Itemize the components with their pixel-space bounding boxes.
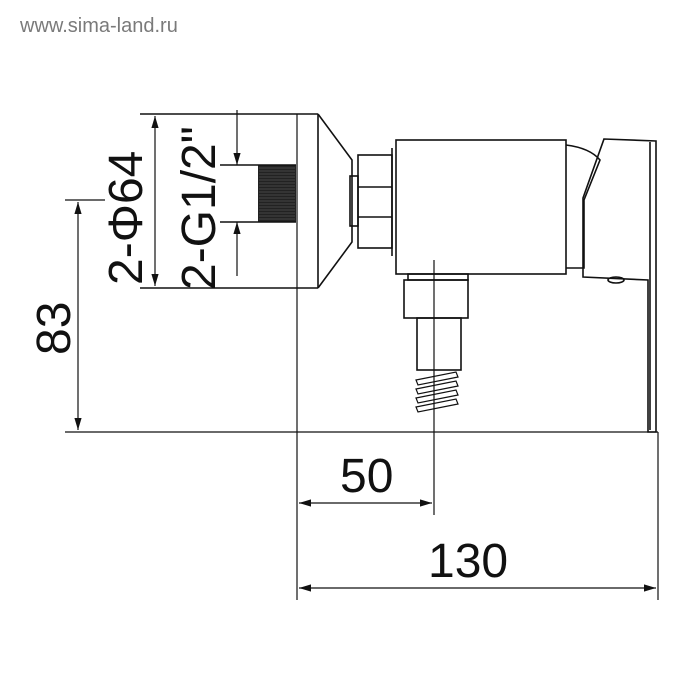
hose-coil <box>415 371 459 386</box>
hose-coil <box>415 389 459 404</box>
threaded-inlet <box>220 164 296 223</box>
wall-flange <box>140 113 353 289</box>
hose-outlet <box>403 273 469 413</box>
flange-diameter-label: 2-Φ64 <box>100 151 153 285</box>
total-length-label: 130 <box>428 535 508 588</box>
watermark: www.sima-land.ru <box>20 15 178 37</box>
hex-nut <box>349 148 393 256</box>
lever-handle <box>582 138 657 433</box>
thread-size-label: 2-G1/2" <box>173 126 226 290</box>
hose-coil <box>415 380 459 395</box>
center-offset-label: 50 <box>340 450 393 503</box>
height-label: 83 <box>28 302 81 355</box>
mixer-body <box>395 139 601 275</box>
hose-coil <box>415 398 459 413</box>
